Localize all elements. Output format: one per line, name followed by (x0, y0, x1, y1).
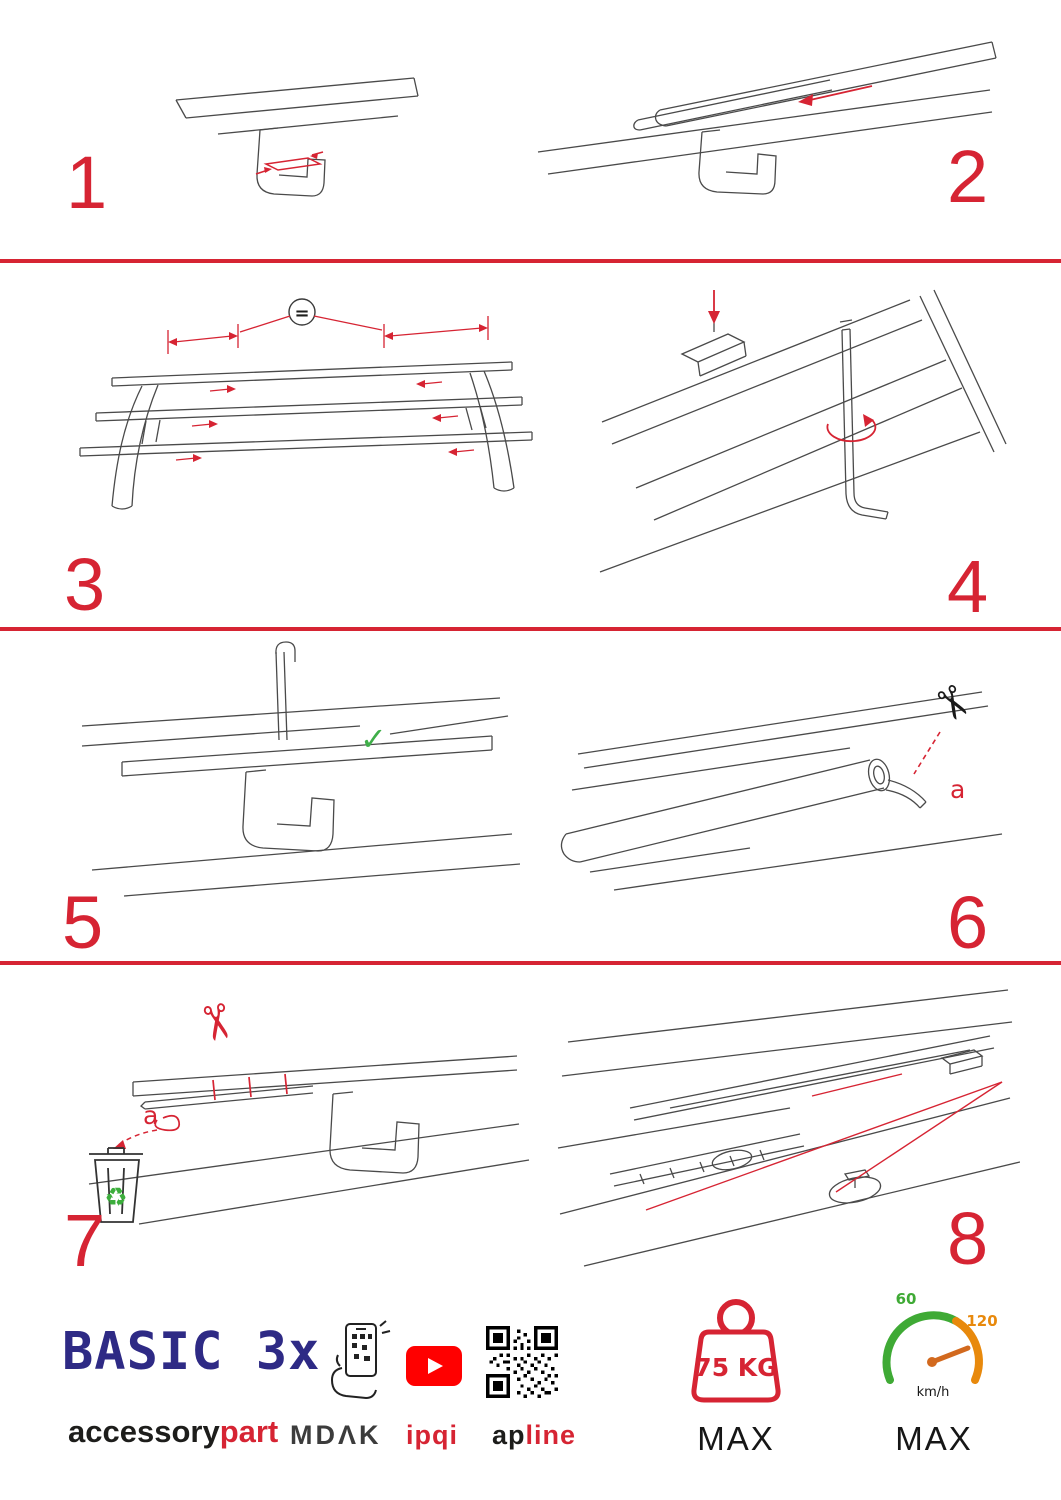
partner-apline-black: ap (492, 1420, 526, 1450)
step-6-illustration: ✂ a (560, 675, 1003, 891)
step-3-illustration: = (79, 298, 533, 510)
partner-apline-red: line (525, 1420, 577, 1450)
section-divider-2 (0, 627, 1061, 631)
phone-qr-scan-icon (330, 1320, 391, 1400)
step-8-number: 8 (947, 1197, 989, 1280)
youtube-icon (406, 1346, 462, 1386)
step-6-number: 6 (947, 881, 989, 964)
max-weight-value: 75 KG (694, 1353, 777, 1382)
partner-mdak: MDΛK (290, 1420, 382, 1450)
partner-apline: apline (492, 1420, 576, 1451)
section-divider-3 (0, 961, 1061, 965)
section-divider-1 (0, 259, 1061, 263)
step-2-illustration (537, 41, 997, 195)
brand-wordmark-red: part (219, 1414, 279, 1449)
speed-tick-high: 120 (966, 1312, 997, 1330)
brand-wordmark: accessorypart (68, 1414, 278, 1450)
check-ok-mark: ✓ (360, 720, 387, 758)
step-5-illustration: ✓ (81, 641, 520, 897)
step-1-illustration (175, 77, 419, 197)
product-name: BASIC 3x (62, 1322, 321, 1382)
step-3-number: 3 (64, 543, 106, 626)
step-7-number: 7 (64, 1199, 106, 1282)
scissors-icon: ✂ (184, 997, 247, 1048)
scissors-icon: ✂ (921, 675, 984, 732)
brand-wordmark-black: accessory (68, 1414, 220, 1449)
cut-point-label-a: a (950, 775, 965, 804)
cut-point-label-a: a (143, 1101, 158, 1130)
partner-ipqi: ipqi (406, 1420, 458, 1450)
speed-unit: km/h (917, 1385, 950, 1400)
recycle-icon: ♻ (104, 1183, 127, 1213)
max-speed-icon: 60 120 km/h (882, 1290, 998, 1400)
max-weight-label: MAX (697, 1420, 775, 1457)
step-8-illustration (557, 989, 1020, 1267)
equal-spacing-label: = (294, 303, 309, 324)
max-speed-label: MAX (895, 1420, 973, 1457)
qr-code (486, 1326, 558, 1398)
step-5-number: 5 (62, 881, 104, 964)
step-2-number: 2 (947, 135, 989, 218)
step-1-number: 1 (66, 141, 108, 224)
step-4-number: 4 (947, 545, 989, 628)
step-7-illustration: ✂ a ♻ (88, 997, 530, 1225)
max-weight-icon: 75 KG (691, 1299, 781, 1403)
speed-tick-low: 60 (896, 1290, 917, 1308)
step-4-illustration (599, 289, 1007, 573)
